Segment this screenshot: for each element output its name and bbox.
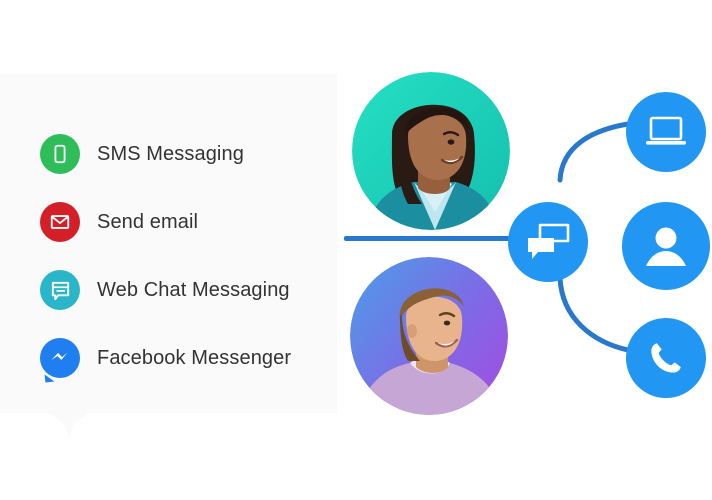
user-node[interactable]	[622, 202, 710, 290]
messaging-channels-panel: SMS Messaging Send email	[0, 74, 337, 413]
channel-label-webchat: Web Chat Messaging	[97, 278, 290, 301]
channel-row-webchat[interactable]: Web Chat Messaging	[0, 256, 337, 324]
panel-speech-tail	[48, 412, 90, 437]
channel-list: SMS Messaging Send email	[0, 74, 337, 392]
channel-label-messenger: Facebook Messenger	[97, 346, 292, 369]
chat-hub-node[interactable]	[508, 202, 588, 282]
laptop-icon	[646, 116, 686, 145]
avatar-man	[350, 257, 508, 415]
phone-node[interactable]	[626, 318, 706, 398]
messenger-bubble-tail	[44, 373, 55, 383]
mobile-phone-icon	[40, 134, 80, 174]
avatar-woman	[352, 72, 510, 230]
facebook-messenger-icon	[40, 338, 80, 383]
user-avatar-icon	[646, 227, 686, 266]
laptop-node[interactable]	[626, 92, 706, 172]
envelope-icon	[40, 202, 80, 242]
network-connectors	[557, 121, 631, 353]
channel-label-email: Send email	[97, 210, 199, 233]
channel-row-messenger[interactable]: Facebook Messenger	[0, 324, 337, 392]
channel-label-sms: SMS Messaging	[97, 142, 244, 165]
chat-bubbles-icon	[528, 223, 570, 259]
web-chat-window-icon	[40, 270, 80, 310]
panel-to-hub-connector	[344, 236, 544, 241]
channel-row-sms[interactable]: SMS Messaging	[0, 120, 337, 188]
channel-row-email[interactable]: Send email	[0, 188, 337, 256]
phone-handset-icon	[651, 343, 681, 373]
